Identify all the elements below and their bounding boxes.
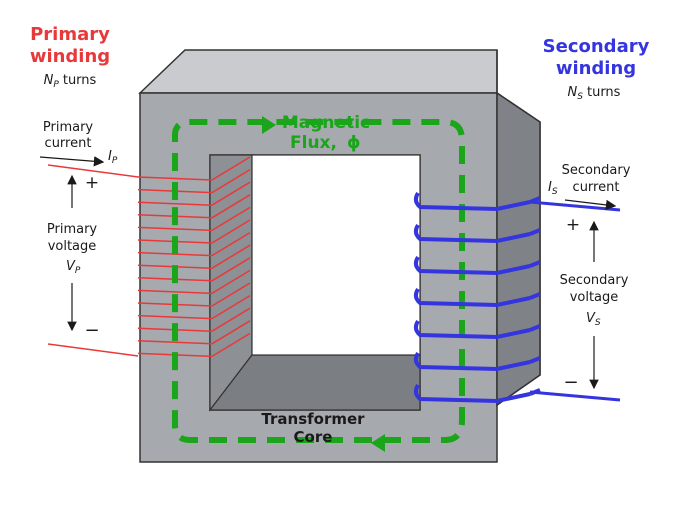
primary-coil-diagonal: [211, 206, 251, 232]
secondary-current-line1: Secondary: [562, 163, 631, 178]
primary-coil-turn: [137, 201, 213, 206]
flux-label-line2: Flux,ϕ: [290, 133, 361, 153]
primary-coil-diagonal: [211, 156, 251, 181]
core-label-line1: Transformer: [261, 410, 365, 428]
secondary-coil-back: [529, 228, 541, 236]
primary-coil-diagonal: [211, 307, 251, 332]
primary-coil-diagonal: [211, 294, 251, 320]
primary-voltage-line2: voltage: [48, 239, 97, 254]
primary-plus: +: [85, 173, 99, 193]
secondary-coil-turn: [413, 255, 531, 276]
secondary-coil-back: [529, 356, 541, 364]
primary-current-symbol: IP: [108, 149, 118, 166]
primary-lead-top: [47, 164, 139, 178]
primary-coil-diagonal: [211, 219, 251, 244]
primary-coil-diagonal: [211, 194, 251, 219]
primary-coil-turn: [137, 176, 213, 181]
primary-voltage-symbol: VP: [66, 259, 81, 276]
primary-coil-diagonal: [211, 168, 251, 194]
secondary-coil-back: [529, 292, 541, 300]
flux-path: [172, 119, 465, 443]
core-right-face-edge: [496, 91, 541, 407]
primary-coil-turn: [137, 251, 213, 257]
secondary-current-arrow: [564, 199, 617, 211]
secondary-coil-back: [529, 324, 541, 332]
primary-coil-turn: [137, 314, 213, 320]
secondary-voltage-line1: Secondary: [560, 273, 629, 288]
primary-coil-diagonal: [211, 282, 251, 307]
secondary-coil-turn: [413, 383, 531, 404]
primary-coil-diagonal: [211, 269, 251, 295]
secondary-coil: [413, 191, 541, 404]
primary-coil-turn: [137, 226, 213, 232]
secondary-current-line2: current: [573, 180, 620, 195]
secondary-voltage-symbol: VS: [586, 311, 601, 328]
primary-coil-diagonal: [211, 320, 251, 345]
secondary-minus: −: [563, 372, 578, 393]
secondary-lead-bottom: [529, 390, 621, 402]
secondary-plus: +: [566, 215, 580, 235]
primary-coil-diagonal: [211, 181, 251, 206]
primary-coil-diagonal: [211, 257, 251, 282]
secondary-coil-turn: [413, 319, 531, 340]
secondary-coil-back: [529, 260, 541, 268]
flux-label-line1: Magnetic: [282, 113, 370, 133]
secondary-lead-top: [529, 200, 621, 212]
secondary-voltage-line2: voltage: [570, 290, 619, 305]
core-label-line2: Core: [294, 428, 333, 446]
primary-lead-bottom: [47, 343, 139, 357]
secondary-coil-turn: [413, 191, 531, 212]
primary-coil: [137, 156, 251, 358]
core-window-hole: [251, 154, 421, 356]
secondary-title-line2: winding: [556, 58, 636, 79]
primary-current-line1: Primary: [43, 120, 94, 135]
secondary-coil-turn: [413, 223, 531, 244]
secondary-coil-turn: [413, 351, 531, 372]
secondary-coil-turn: [413, 287, 531, 308]
primary-coil-diagonal: [211, 244, 251, 269]
primary-coil-diagonal: [211, 332, 251, 358]
primary-coil-turn: [137, 289, 213, 295]
primary-coil-diagonal: [211, 231, 251, 257]
secondary-title-line1: Secondary: [543, 36, 650, 57]
primary-minus: −: [84, 320, 99, 341]
primary-title-line1: Primary: [30, 24, 110, 45]
primary-current-line2: current: [45, 136, 92, 151]
primary-title-line2: winding: [30, 46, 110, 67]
secondary-current-symbol: IS: [548, 180, 558, 197]
flux-arrow-bottom: [371, 434, 385, 452]
core-top-face: [138, 49, 498, 94]
flux-arrow-top: [262, 116, 276, 134]
primary-current-arrow: [39, 156, 105, 167]
primary-voltage-line1: Primary: [47, 222, 98, 237]
primary-coil-turn: [137, 340, 213, 345]
